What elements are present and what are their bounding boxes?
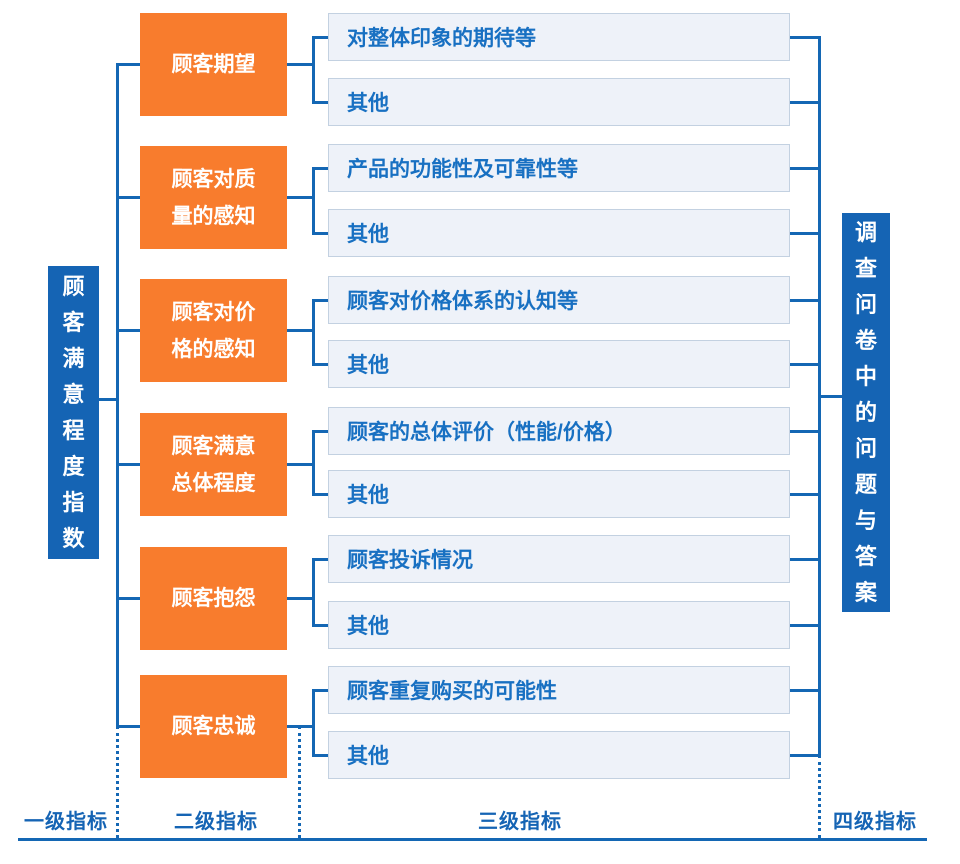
level3-node: 产品的功能性及可靠性等 xyxy=(328,144,790,192)
connector-right-stub xyxy=(790,688,819,692)
level3-node: 其他 xyxy=(328,731,790,779)
level2-node: 顾客期望 xyxy=(140,13,287,116)
connector-level3-stub xyxy=(311,362,328,366)
separator-level3-level4-dotted xyxy=(817,755,821,838)
level3-node: 其他 xyxy=(328,470,790,518)
connector-right-stub xyxy=(790,166,819,170)
connector-level2-stub xyxy=(117,196,140,199)
level2-node: 顾客忠诚 xyxy=(140,675,287,778)
connector-branch-v xyxy=(311,166,315,235)
connector-branch-h xyxy=(287,196,313,199)
axis-label-level1: 一级指标 xyxy=(24,811,108,833)
level1-node: 顾 客 满 意 程 度 指 数 xyxy=(48,266,99,559)
connector-right-stub xyxy=(790,753,819,757)
connector-level3-stub xyxy=(311,492,328,496)
connector-branch-v xyxy=(311,557,315,627)
connector-right-stub xyxy=(790,429,819,433)
connector-level3-stub xyxy=(311,166,328,170)
connector-level3-stub xyxy=(311,35,328,39)
axis-label-level3: 三级指标 xyxy=(478,811,562,833)
level2-node: 顾客抱怨 xyxy=(140,547,287,650)
connector-branch-v xyxy=(311,688,315,757)
connector-level3-stub xyxy=(311,298,328,302)
connector-level3-stub xyxy=(311,623,328,627)
connector-level3-stub xyxy=(311,753,328,757)
level3-node: 顾客的总体评价（性能/价格） xyxy=(328,407,790,455)
level3-node: 其他 xyxy=(328,78,790,126)
axis-label-level2: 二级指标 xyxy=(174,811,258,833)
separator-level1-level2-dotted xyxy=(115,726,119,838)
connector-level3-stub xyxy=(311,557,328,561)
axis-label-level4: 四级指标 xyxy=(833,811,917,833)
connector-right-stub xyxy=(790,492,819,496)
connector-right-stub xyxy=(790,298,819,302)
level3-node: 顾客投诉情况 xyxy=(328,535,790,583)
connector-level1-stub xyxy=(99,397,117,401)
connector-level2-stub xyxy=(117,329,140,332)
level4-node: 调 查 问 卷 中 的 问 题 与 答 案 xyxy=(842,213,890,612)
connector-level2-stub xyxy=(117,63,140,66)
axis-baseline xyxy=(18,838,927,841)
connector-level3-stub xyxy=(311,688,328,692)
connector-branch-h xyxy=(287,463,313,466)
connector-branch-h xyxy=(287,63,313,66)
level2-node: 顾客对价 格的感知 xyxy=(140,279,287,382)
connector-branch-v xyxy=(311,298,315,366)
connector-level4-stub xyxy=(819,394,842,398)
connector-level2-stub xyxy=(117,597,140,600)
connector-level3-stub xyxy=(311,231,328,235)
separator-level2-level3-dotted xyxy=(297,726,301,838)
level3-node: 对整体印象的期待等 xyxy=(328,13,790,61)
connector-right-stub xyxy=(790,362,819,366)
level3-node: 其他 xyxy=(328,340,790,388)
connector-right-stub xyxy=(790,231,819,235)
connector-level2-stub xyxy=(117,725,140,728)
connector-right-stub xyxy=(790,557,819,561)
connector-branch-v xyxy=(311,429,315,496)
level3-node: 其他 xyxy=(328,601,790,649)
level3-node: 顾客重复购买的可能性 xyxy=(328,666,790,714)
connector-right-stub xyxy=(790,100,819,104)
connector-left-trunk xyxy=(115,63,119,728)
connector-branch-h xyxy=(287,597,313,600)
connector-right-stub xyxy=(790,623,819,627)
level3-node: 顾客对价格体系的认知等 xyxy=(328,276,790,324)
connector-level2-stub xyxy=(117,463,140,466)
level2-node: 顾客对质 量的感知 xyxy=(140,146,287,249)
connector-branch-h xyxy=(287,329,313,332)
connector-branch-v xyxy=(311,35,315,104)
level2-node: 顾客满意 总体程度 xyxy=(140,413,287,516)
connector-level3-stub xyxy=(311,100,328,104)
level3-node: 其他 xyxy=(328,209,790,257)
connector-level3-stub xyxy=(311,429,328,433)
connector-right-stub xyxy=(790,35,819,39)
